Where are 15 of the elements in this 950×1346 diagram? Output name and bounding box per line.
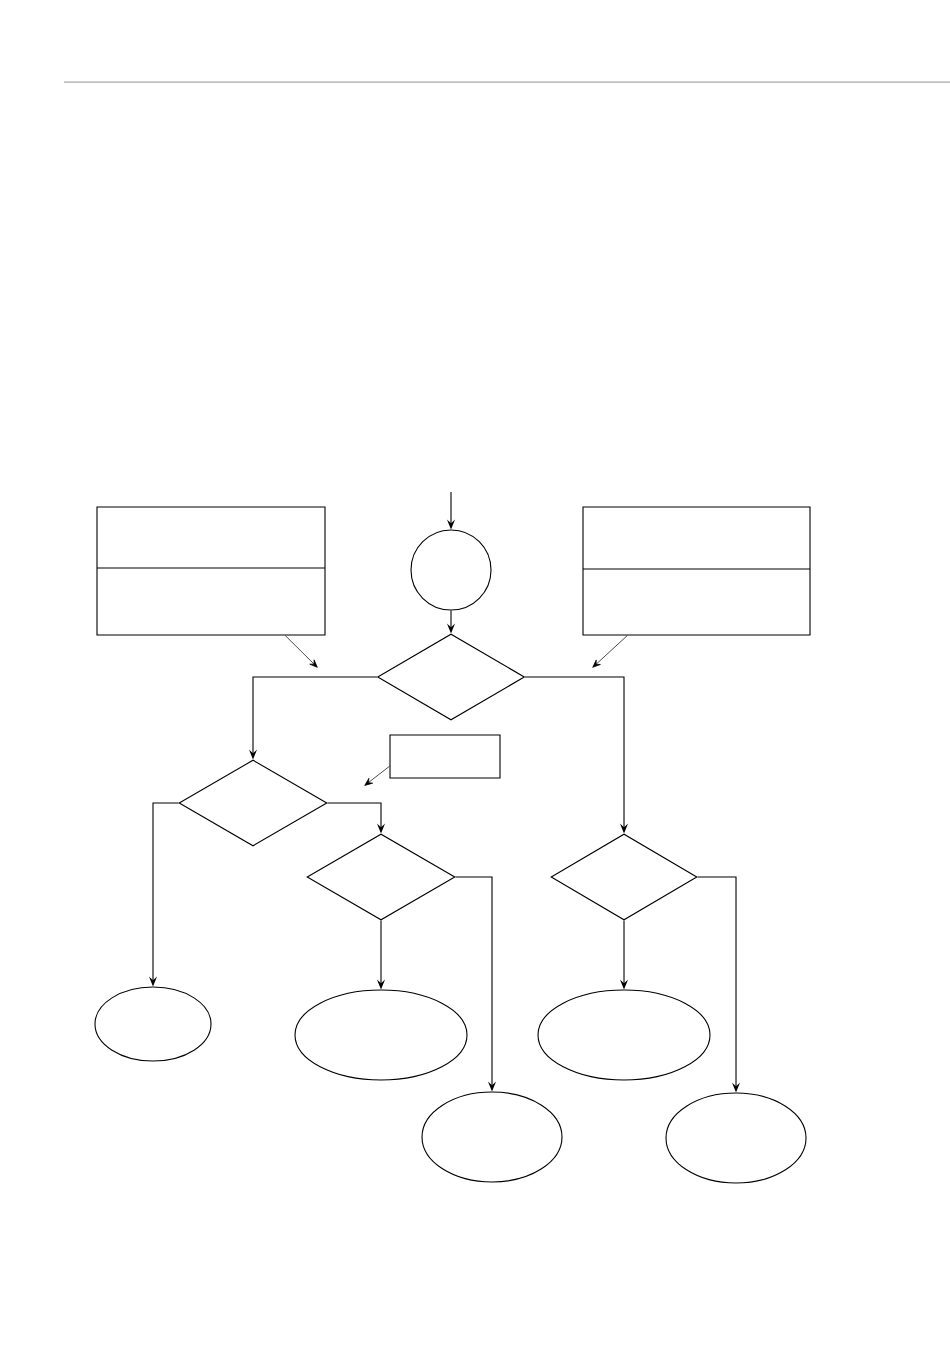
terminal-ellipse [94,986,212,1062]
connector-circle [410,529,492,611]
decision-diamond [178,759,328,847]
terminal-ellipse [665,1092,807,1184]
leader-line [284,635,318,668]
terminal-ellipse [421,1091,563,1183]
decision-diamond [550,833,698,921]
process-box [389,734,501,779]
process-box [96,506,326,636]
terminal-ellipse [294,989,468,1081]
process-box [582,506,811,636]
terminal-ellipse [537,989,711,1081]
leader-line [364,765,390,786]
decision-diamond [306,833,456,921]
leader-line [592,635,628,668]
